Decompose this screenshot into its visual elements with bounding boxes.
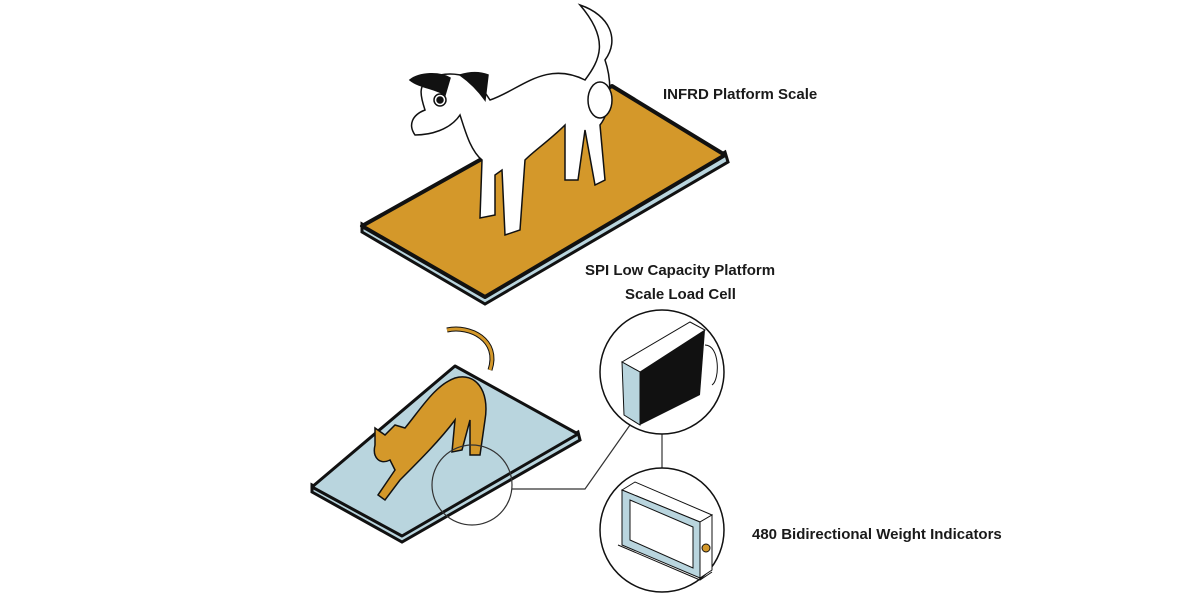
dog-illustration [408, 3, 613, 237]
infrd-platform-scale-label: INFRD Platform Scale [663, 86, 818, 103]
weight-indicator-label: 480 Bidirectional Weight Indicators [752, 526, 1002, 543]
cat-illustration [373, 326, 495, 502]
load-cell-detail [599, 309, 725, 435]
connector-lines [431, 424, 663, 526]
spi-load-cell-label-line2: Scale Load Cell [625, 286, 736, 303]
indicator-detail [599, 467, 725, 593]
spi-load-cell-label-line1: SPI Low Capacity Platform [585, 262, 776, 279]
